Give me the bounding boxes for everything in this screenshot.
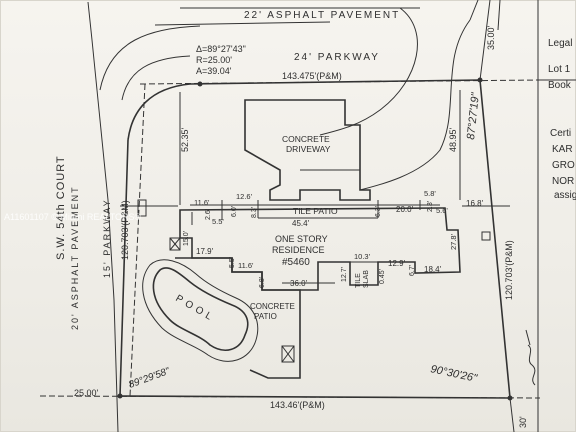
top-pavement-label: 22' ASPHALT PAVEMENT <box>244 10 400 21</box>
patio-equipment <box>281 345 295 363</box>
side-note-gro: GRO <box>552 160 575 171</box>
tile-slab <box>349 261 379 286</box>
tile-slab-label-1: TILE <box>355 273 362 288</box>
concrete-patio-label-1: CONCRETE <box>250 302 295 311</box>
dim-label: 8.3' <box>251 207 258 218</box>
driveway-curve-right <box>359 19 471 191</box>
residence-label-2: RESIDENCE <box>272 245 325 255</box>
side-note-lot: Lot 1 <box>548 64 571 75</box>
bottom-dimension: 143.46'(P&M) <box>270 400 325 410</box>
north-arrow <box>527 344 536 386</box>
dim-label: 5.5' <box>212 217 224 226</box>
bottom-right-offset-line <box>509 397 515 432</box>
dim-label: 0.45' <box>379 269 386 284</box>
top-pavement-edge-2 <box>154 21 331 26</box>
dim-label: 11.6' <box>194 198 210 207</box>
dim-label: 5.5' <box>229 257 236 268</box>
pool-outline <box>152 267 249 351</box>
top-parkway-label: 24' PARKWAY <box>294 52 380 63</box>
pool-label: POOL <box>174 293 217 324</box>
dim-label: 18.4' <box>424 265 442 274</box>
dim-label: 6.8' <box>259 277 266 288</box>
dim-label: 45.4' <box>292 219 310 228</box>
corner-pavement-curve-outer <box>99 25 201 91</box>
right-street-edge-2 <box>497 0 501 31</box>
dim-label: 5.6' <box>436 206 448 215</box>
bottom-line-extension <box>39 395 541 399</box>
curve-delta: Δ=89°27'43" <box>196 44 246 54</box>
side-note-kar: KAR <box>552 144 573 155</box>
curve-radius: R=25.00' <box>196 55 232 65</box>
dim-label: 5.8' <box>424 189 436 198</box>
dim-label: 2.3' <box>427 201 434 212</box>
angle-bottom-right: 90°30'26" <box>429 363 479 385</box>
driveway-label-2: DRIVEWAY <box>286 144 331 154</box>
court-name-label: S.W. 54th COURT <box>55 155 67 260</box>
side-note-book: Book <box>548 80 572 91</box>
watermark: A11601107 © Miami REALTORS® <box>4 212 142 222</box>
right-street-edge <box>469 0 479 21</box>
dim-label: 36.0' <box>290 279 308 288</box>
left-pavement-edge <box>87 1 119 432</box>
dim-label: 16.8' <box>466 199 484 208</box>
left-offset: 25.00' <box>74 388 99 398</box>
concrete-patio-label-2: PATIO <box>254 312 277 321</box>
residence-label-1: ONE STORY <box>275 234 328 244</box>
left-parkway-label: 15' PARKWAY <box>102 198 112 278</box>
property-corner-curve <box>127 83 191 141</box>
top-dimension: 143.475'(P&M) <box>282 71 342 81</box>
house-number: #5460 <box>282 257 310 268</box>
setback-left: 52.35' <box>180 127 190 152</box>
dim-label: 12.9' <box>388 259 406 268</box>
angle-top-right: 87°27'19" <box>465 91 482 140</box>
curve-arc: A=39.04' <box>196 66 232 76</box>
left-dimension: 120.703'(P&M) <box>120 200 130 260</box>
corner-pavement-curve-inner <box>121 55 191 101</box>
dim-label: 27.8' <box>449 233 458 250</box>
tile-patio-label: TILE PATIO <box>293 206 338 216</box>
angle-bottom-left: 89°29'58" <box>127 366 171 391</box>
dim-label: 20.0' <box>396 205 414 214</box>
concrete-patio <box>175 257 301 379</box>
dim-label: 6.7' <box>409 265 416 276</box>
dim-label: 6.3' <box>375 206 382 217</box>
right-offset: 35.00' <box>486 25 496 50</box>
bottom-right-offset: 30' <box>518 416 528 428</box>
right-offset-line <box>479 0 491 81</box>
dim-label: 15.0' <box>183 231 190 246</box>
side-note-legal: Legal <box>548 38 572 49</box>
dim-label: 12.7' <box>341 267 348 282</box>
tile-slab-label-2: SLAB <box>363 270 370 288</box>
right-dimension: 120.703'(P&M) <box>504 240 514 300</box>
dim-label: 6.0' <box>231 206 238 217</box>
concrete-driveway <box>244 99 371 201</box>
driveway-label-1: CONCRETE <box>282 134 330 144</box>
setback-right: 48.95' <box>448 127 458 152</box>
dim-label: 12.6' <box>236 192 253 201</box>
driveway-curve-outer <box>319 7 418 136</box>
top-line-extension <box>139 79 541 85</box>
side-note-nor: NOR <box>552 176 574 187</box>
pool-deck-outline <box>142 259 259 362</box>
dim-label: 10.3' <box>354 252 371 261</box>
left-pavement-label: 20' ASPHALT PAVEMENT <box>70 185 80 330</box>
side-note-certi: Certi <box>550 128 571 139</box>
left-line-extension <box>129 83 146 397</box>
dim-label: 17.9' <box>196 247 214 256</box>
dim-label: 11.6' <box>238 261 254 270</box>
dim-label: 2.6' <box>205 209 212 220</box>
side-note-assig: assig <box>554 190 576 201</box>
